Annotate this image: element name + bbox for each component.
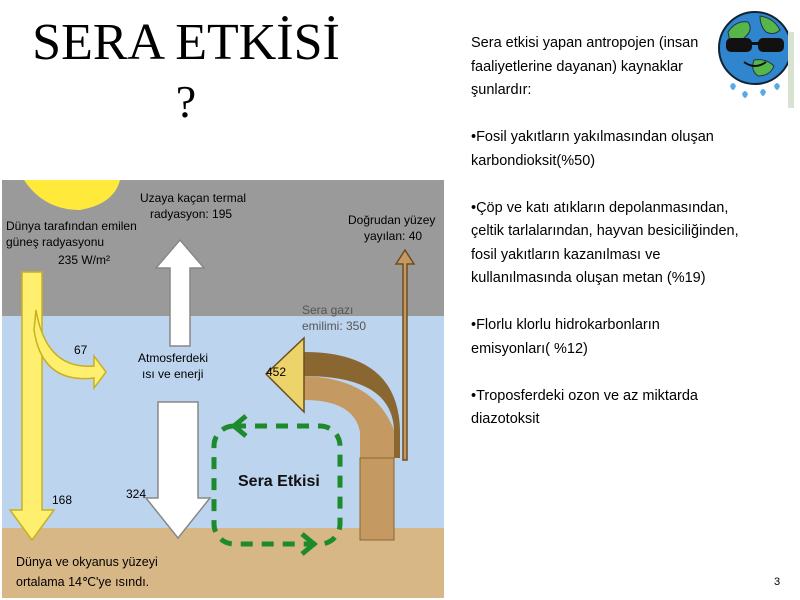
solar-label-3: 235 W/m² [58, 253, 110, 267]
direct-emission-arrow [394, 248, 416, 461]
escape-up-arrow [154, 238, 206, 347]
value-324: 324 [126, 487, 146, 501]
absorbed-arrow [33, 309, 107, 391]
intro-paragraph: Sera etkisi yapan antropojen (insan faal… [471, 35, 699, 98]
title-line-1: SERA ETKİSİ [32, 14, 340, 71]
solar-down-arrow [8, 271, 56, 542]
greenhouse-effect-label: Sera Etkisi [238, 473, 320, 490]
bullet-cfc: •Florlu klorlu hidrokarbonların emisyonl… [471, 317, 660, 357]
sun-icon [24, 180, 120, 210]
bullet-ozone: •Troposferdeki ozon ve az miktarda diazo… [471, 387, 698, 428]
value-67: 67 [74, 343, 88, 357]
value-452: 452 [266, 365, 286, 379]
solar-label-2: güneş radyasyonu [6, 235, 104, 249]
loop-arrow-left [230, 414, 248, 438]
bullet-co2: •Fosil yakıtların yakılmasından oluşan k… [471, 129, 714, 169]
greenhouse-loop [211, 423, 343, 547]
ground-label-1: Dünya ve okyanus yüzeyi [16, 555, 158, 569]
greenhouse-diagram: Dünya tarafından emilen güneş radyasyonu… [2, 180, 444, 598]
solar-label-1: Dünya tarafından emilen [6, 219, 137, 233]
direct-label-2: yayılan: 40 [364, 229, 422, 243]
back-radiation-arrow [144, 401, 212, 540]
escape-label-1: Uzaya kaçan termal [140, 191, 246, 205]
sunglasses-globe-icon [714, 2, 796, 108]
title-line-2: ? [175, 76, 197, 127]
ground-label-2: ortalama 14℃'ye ısındı. [16, 575, 149, 589]
emission-label-2: emilimi: 350 [302, 319, 366, 333]
slide-title: SERA ETKİSİ ? [0, 12, 372, 130]
atmos-label-2: ısı ve enerji [142, 367, 203, 381]
emission-label-1: Sera gazı [302, 303, 353, 317]
page-number: 3 [774, 576, 781, 588]
pipe-dark [304, 352, 400, 458]
direct-label-1: Doğrudan yüzey [348, 213, 435, 227]
value-168: 168 [52, 493, 72, 507]
text-block: Sera etkisi yapan antropojen (insan faal… [471, 32, 739, 455]
escape-label-2: radyasyon: 195 [150, 207, 232, 221]
emission-arrowhead [264, 336, 305, 414]
atmos-label-1: Atmosferdeki [138, 351, 208, 365]
pipe-light [304, 376, 394, 458]
bullet-methane: •Çöp ve katı atıkların depolanmasından, … [471, 199, 739, 287]
loop-arrow-right [300, 532, 318, 556]
